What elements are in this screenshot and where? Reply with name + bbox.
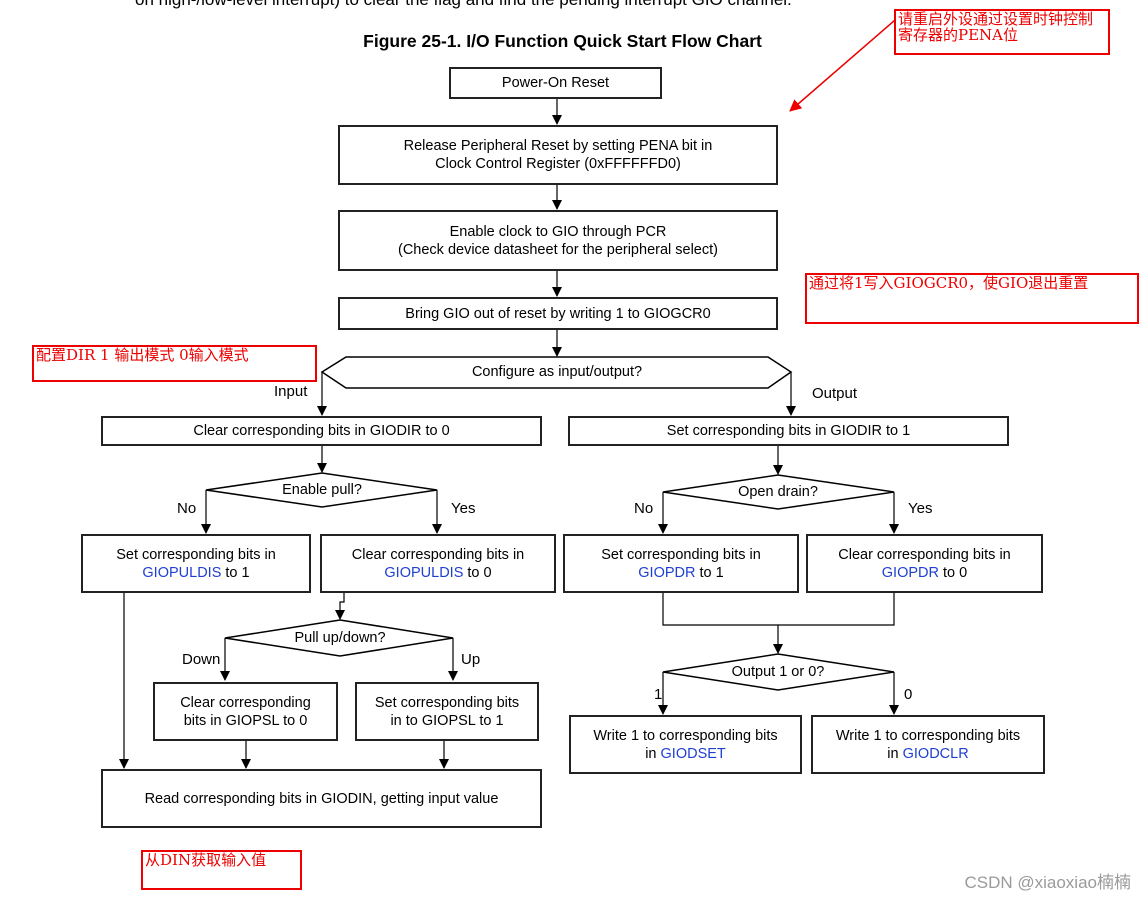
pena-annotation: 请重启外设通过设置时钟控制寄存器的PENA位 (894, 9, 1110, 55)
open-drain-decision (662, 474, 895, 510)
clear-giopdr-line-1: Clear corresponding bits in (838, 546, 1011, 563)
set-giopsl-line-1: Set corresponding bits (374, 694, 520, 711)
open-drain-label: Open drain? (706, 481, 850, 503)
configure-decision (320, 356, 793, 389)
down-label: Down (182, 651, 221, 668)
set-giopuldis-box: Set corresponding bits in GIOPULDIS to 1 (81, 534, 311, 593)
clear-giopsl-line-1: Clear corresponding (180, 694, 311, 711)
dir-annotation-text: 配置DIR 1 输出模式 0输入模式 (36, 346, 249, 364)
release-peripheral-box: Release Peripheral Reset by setting PENA… (338, 125, 778, 185)
drain-yes-label: Yes (908, 500, 933, 517)
output-branch-label: Output (812, 385, 858, 402)
set-giopdr-line-1: Set corresponding bits in (601, 546, 761, 563)
set-giopsl-box: Set corresponding bits in to GIOPSL to 1 (355, 682, 539, 741)
giopuldis-register: GIOPULDIS (384, 564, 464, 581)
write-giodclr-box: Write 1 to corresponding bits in GIODCLR (811, 715, 1045, 774)
clear-giopuldis-box: Clear corresponding bits in GIOPULDIS to… (320, 534, 556, 593)
set-giodir-box: Set corresponding bits in GIODIR to 1 (568, 416, 1009, 446)
open-drain-text: Open drain? (738, 484, 818, 500)
release-line-2: Clock Control Register (0xFFFFFFD0) (435, 156, 681, 172)
giopdr-register: GIOPDR (638, 564, 696, 581)
clear-giopsl-line-2: bits in GIOPSL to 0 (183, 712, 308, 729)
bring-gio-box: Bring GIO out of reset by writing 1 to G… (338, 297, 778, 330)
set-giopuldis-line-1: Set corresponding bits in (116, 546, 276, 563)
output-1or0-label: Output 1 or 0? (706, 661, 850, 683)
clear-giopuldis-line-2: GIOPULDIS to 0 (384, 564, 491, 582)
zero-label: 0 (904, 686, 913, 703)
giodclr-register: GIODCLR (902, 745, 969, 762)
enable-pull-decision (205, 472, 438, 508)
write-giodset-prefix: in (645, 745, 661, 762)
figure-title: Figure 25-1. I/O Function Quick Start Fl… (363, 31, 762, 51)
din-annotation: 从DIN获取输入值 (141, 850, 302, 890)
giogcr-annotation: 通过将1写入GIOGCR0，使GIO退出重置 (805, 273, 1139, 324)
enable-line-2: (Check device datasheet for the peripher… (398, 241, 718, 258)
bring-gio-text: Bring GIO out of reset by writing 1 to G… (405, 305, 711, 322)
pull-updown-text: Pull up/down? (294, 630, 386, 646)
set-giopdr-box: Set corresponding bits in GIOPDR to 1 (563, 534, 799, 593)
pena-annotation-text: 请重启外设通过设置时钟控制寄存器的PENA位 (898, 10, 1094, 44)
csdn-watermark: CSDN @xiaoxiao楠楠 (964, 873, 1131, 892)
write-giodclr-line-1: Write 1 to corresponding bits (835, 727, 1021, 744)
din-annotation-text: 从DIN获取输入值 (145, 851, 267, 869)
giopuldis-register: GIOPULDIS (142, 564, 222, 581)
power-on-reset-text: Power-On Reset (501, 75, 610, 91)
pull-no-label: No (177, 500, 197, 517)
set-giodir-text: Set corresponding bits in GIODIR to 1 (666, 423, 911, 439)
giopdr-register: GIOPDR (881, 564, 939, 581)
pull-updown-label: Pull up/down? (268, 627, 412, 649)
release-line-1: Release Peripheral Reset by setting PENA… (403, 138, 713, 154)
read-giodin-text: Read corresponding bits in GIODIN, getti… (144, 790, 499, 807)
clear-giopdr-line-2: GIOPDR to 0 (882, 564, 967, 582)
write-giodset-box: Write 1 to corresponding bits in GIODSET (569, 715, 802, 774)
giogcr-annotation-text: 通过将1写入GIOGCR0，使GIO退出重置 (809, 274, 1089, 292)
clear-giopsl-box: Clear corresponding bits in GIOPSL to 0 (153, 682, 338, 741)
clear-giopuldis-line-1: Clear corresponding bits in (351, 546, 525, 563)
enable-clock-box: Enable clock to GIO through PCR (Check d… (338, 210, 778, 271)
pull-updown-decision (224, 619, 454, 657)
clear-giopdr-value: to 0 (938, 564, 968, 581)
clear-giopuldis-value: to 0 (463, 564, 492, 581)
configure-label: Configure as input/output? (346, 360, 768, 384)
set-giopsl-line-2: in to GIOPSL to 1 (390, 712, 504, 729)
enable-pull-text: Enable pull? (282, 482, 362, 498)
write-giodclr-line-2: in GIODCLR (887, 745, 968, 763)
set-giopdr-line-2: GIOPDR to 1 (638, 564, 723, 582)
output-1or0-decision (662, 653, 895, 691)
one-label: 1 (654, 686, 663, 703)
clipped-body-text: on high-/low-level interrupt) to clear t… (135, 0, 792, 10)
up-label: Up (461, 651, 481, 668)
dir-annotation: 配置DIR 1 输出模式 0输入模式 (32, 345, 317, 382)
enable-line-1: Enable clock to GIO through PCR (449, 223, 667, 240)
set-giopdr-value: to 1 (695, 564, 724, 581)
drain-no-label: No (634, 500, 654, 517)
write-giodset-line-2: in GIODSET (645, 745, 726, 763)
enable-pull-label: Enable pull? (250, 479, 394, 501)
power-on-reset-box: Power-On Reset (449, 67, 662, 99)
clear-giodir-text: Clear corresponding bits in GIODIR to 0 (193, 423, 450, 439)
giodset-register: GIODSET (660, 745, 726, 762)
configure-text: Configure as input/output? (471, 364, 643, 380)
clear-giodir-box: Clear corresponding bits in GIODIR to 0 (101, 416, 542, 446)
pull-yes-label: Yes (451, 500, 476, 517)
set-giopuldis-line-2: GIOPULDIS to 1 (142, 564, 249, 582)
read-giodin-box: Read corresponding bits in GIODIN, getti… (101, 769, 542, 828)
write-giodset-line-1: Write 1 to corresponding bits (593, 727, 778, 744)
input-branch-label: Input (274, 383, 308, 400)
set-giopuldis-value: to 1 (221, 564, 250, 581)
clear-giopdr-box: Clear corresponding bits in GIOPDR to 0 (806, 534, 1043, 593)
output-1or0-text: Output 1 or 0? (731, 664, 825, 680)
write-giodclr-prefix: in (887, 745, 903, 762)
